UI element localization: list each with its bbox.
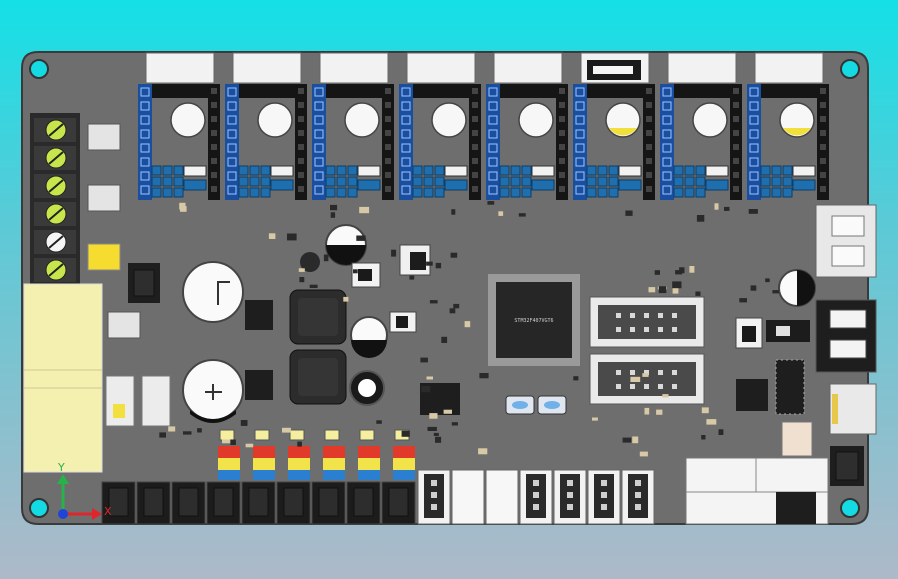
driver-slot bbox=[138, 84, 220, 200]
motor-connector bbox=[232, 52, 302, 84]
motor-connector bbox=[406, 52, 476, 84]
motor-connector bbox=[667, 52, 737, 84]
bottom-connectors bbox=[101, 469, 655, 525]
mcu-label: STM32F407VGT6 bbox=[514, 318, 553, 324]
mcu-chip: STM32F407VGT6 bbox=[488, 274, 580, 366]
motor-connector bbox=[754, 52, 824, 84]
reset-buttons bbox=[505, 395, 567, 415]
driver-slot bbox=[399, 84, 481, 200]
fan-connector bbox=[451, 469, 485, 525]
driver-slot bbox=[660, 84, 742, 200]
stepper-motor-connectors bbox=[145, 52, 824, 84]
left-components bbox=[87, 123, 171, 427]
motor-connector bbox=[493, 52, 563, 84]
driver-slot bbox=[486, 84, 568, 200]
mounting-holes bbox=[29, 59, 860, 518]
electrolytic-capacitors bbox=[182, 224, 816, 423]
stepper-driver-slots bbox=[138, 84, 829, 200]
motor-connector bbox=[145, 52, 215, 84]
motor-connector bbox=[319, 52, 389, 84]
right-side-ports bbox=[766, 204, 877, 457]
fuse-block bbox=[23, 283, 103, 473]
bottom-right-connectors bbox=[685, 446, 864, 525]
driver-slot bbox=[573, 84, 655, 200]
coordinate-axes: Y X bbox=[57, 461, 112, 520]
driver-slot bbox=[747, 84, 829, 200]
inductors bbox=[289, 289, 347, 405]
axis-x-label: X bbox=[104, 505, 112, 518]
exp-box-headers bbox=[589, 296, 705, 405]
fan-connector bbox=[485, 469, 519, 525]
driver-slot bbox=[225, 84, 307, 200]
axis-y-label: Y bbox=[57, 461, 65, 474]
driver-slot bbox=[312, 84, 394, 200]
smd-components bbox=[159, 201, 779, 457]
microstep-jumpers bbox=[218, 429, 415, 480]
power-terminal-block bbox=[30, 113, 80, 285]
small-ics bbox=[245, 244, 805, 415]
